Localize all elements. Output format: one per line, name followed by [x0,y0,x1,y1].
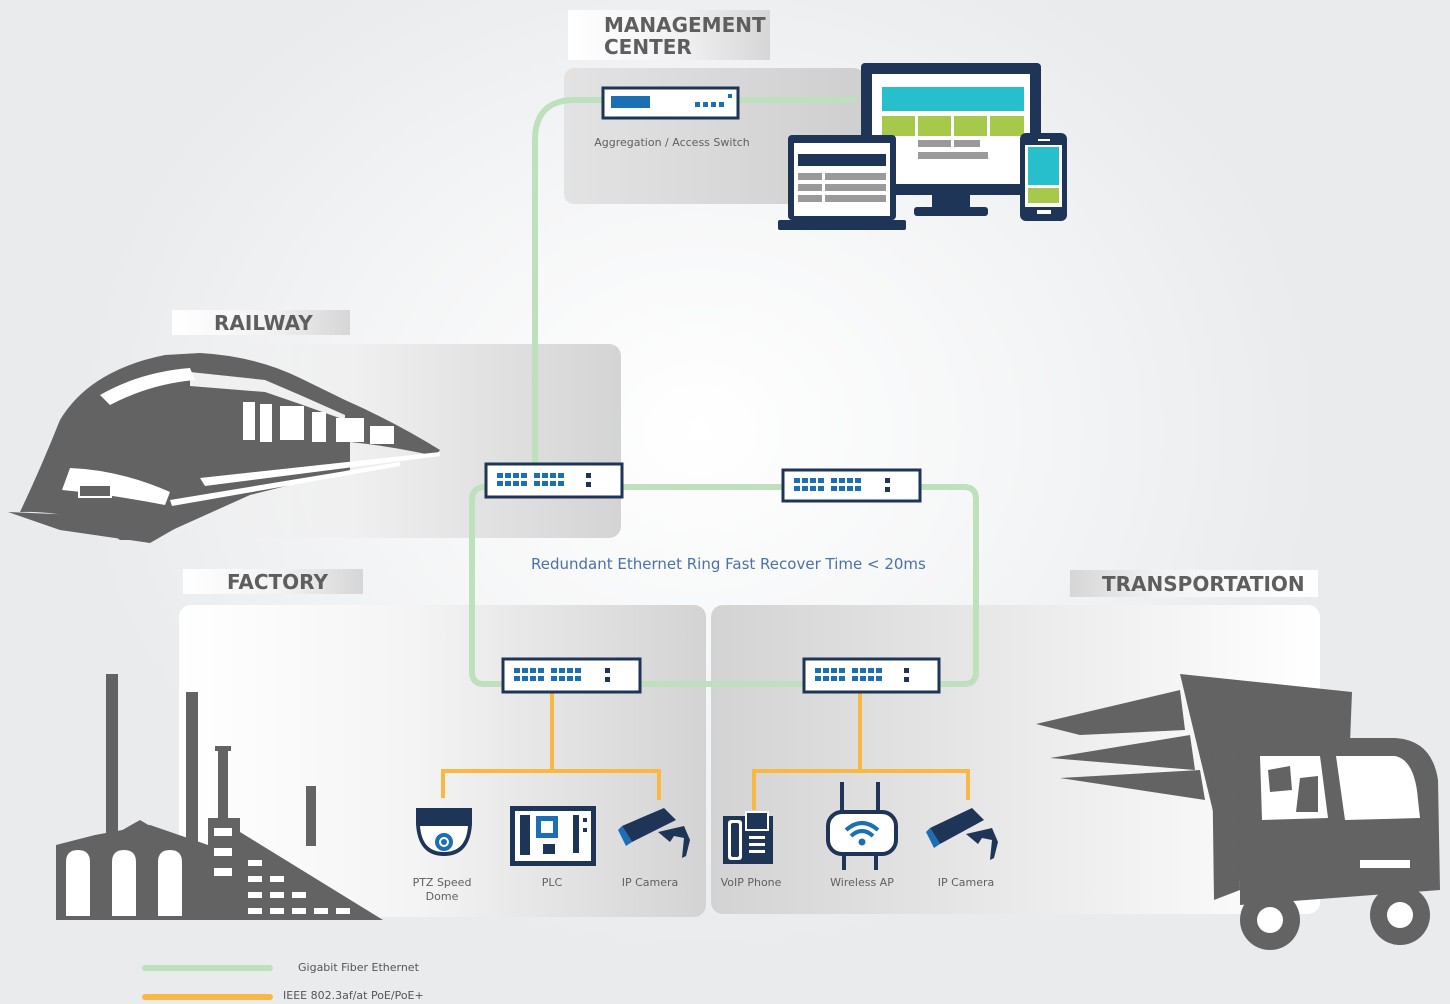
plc-board-icon [510,806,596,866]
ring-switch-railway-icon [484,462,624,499]
railway-label: RAILWAY [172,310,350,335]
factory-icon [56,674,383,920]
aggregation-switch-icon [601,86,740,120]
train-icon [8,353,440,543]
laptop-icon [778,135,906,230]
ring-caption: Redundant Ethernet Ring Fast Recover Tim… [531,555,926,573]
voip-phone-icon [723,811,773,864]
factory-label: FACTORY [183,569,363,594]
fiber-links [469,97,979,687]
ip-camera-transport-icon [926,808,998,860]
legend-fiber-swatch [142,965,273,971]
management-center-label: MANAGEMENT CENTER [568,10,770,60]
device-label-ip-camera-transport: IP Camera [937,876,995,889]
ptz-dome-icon [416,808,472,856]
desktop-monitor-icon [861,63,1041,216]
device-label-ip-camera-factory: IP Camera [621,876,679,889]
device-label-ptz-speed-dome: PTZ Speed Dome [412,876,472,903]
poe-links [441,693,970,810]
ring-switch-transport-icon [802,657,941,694]
truck-icon [1036,674,1440,950]
aggregation-switch-label: Aggregation / Access Switch [594,136,750,149]
device-label-voip-phone: VoIP Phone [720,876,782,889]
legend-poe-label: IEEE 802.3af/at PoE/PoE+ [283,989,424,1002]
ip-camera-factory-icon [618,808,690,858]
ring-switch-factory-icon [501,657,642,694]
legend-poe-swatch [142,994,273,1000]
wireless-ap-icon [826,782,898,870]
transportation-label: TRANSPORTATION [1070,570,1318,597]
legend-fiber-label: Gigabit Fiber Ethernet [298,961,419,974]
ring-switch-top-right-icon [781,468,922,503]
device-label-wireless-ap: Wireless AP [830,876,894,889]
smartphone-icon [1020,133,1067,221]
device-label-plc: PLC [541,876,563,889]
